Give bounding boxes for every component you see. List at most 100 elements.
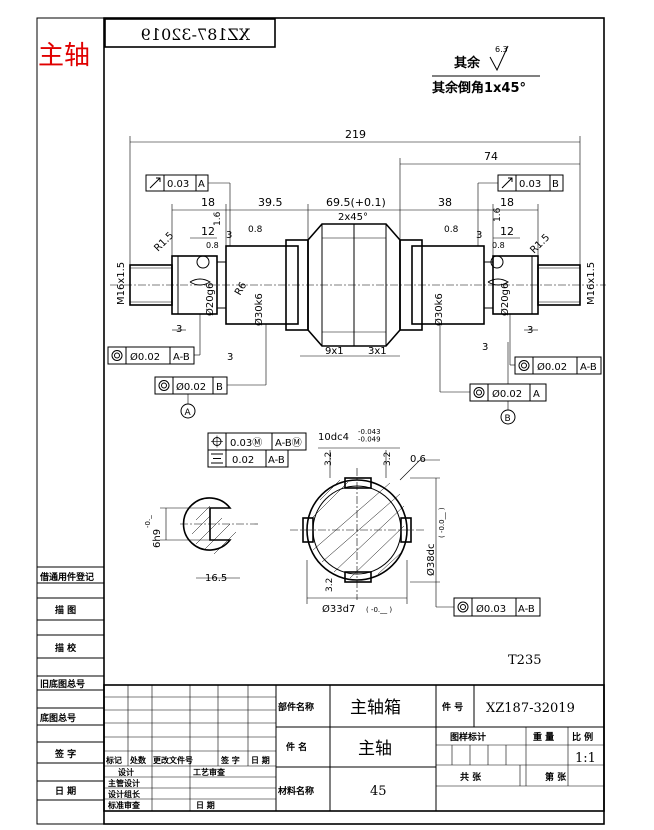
rev-hdr-0: 标记: [105, 755, 122, 765]
gdt-conc-section-datum: A-B: [518, 604, 535, 615]
keyway-dim: 10dc4: [318, 432, 349, 443]
dim-d33-tol: ( -0.__ ): [366, 606, 392, 614]
gdt-runout-right-value: 0.03: [519, 179, 541, 190]
dim-r15-right: R1.5: [528, 232, 552, 256]
rough-0-8-a: 0.8: [248, 225, 263, 235]
material-note: T235: [508, 653, 541, 668]
name-label: 件 名: [286, 741, 307, 753]
left-col-3: 旧底图总号: [40, 678, 85, 690]
mirrored-code: XZ187-32019: [141, 25, 250, 44]
role-1: 主管设计: [108, 778, 140, 788]
gdt-conc-right-ab: [509, 314, 602, 375]
dim-total: 219: [345, 128, 366, 141]
left-col-6: 日 期: [55, 785, 76, 797]
gdt-conc-right-a: [439, 324, 547, 410]
weight-label: 重 量: [533, 731, 554, 743]
dim-d38: Ø38dc: [425, 544, 437, 576]
gdt-runout-right: [477, 174, 564, 246]
scale: 1:1: [575, 751, 596, 766]
dim-39-5: 39.5: [258, 196, 283, 209]
shaft-view: [110, 223, 606, 347]
material: 45: [370, 784, 387, 799]
dim-12-right: 12: [500, 225, 514, 238]
gdt-conc-right-ab-datum: A-B: [580, 362, 597, 373]
datum-a-circle: [180, 403, 196, 419]
gdt-conc-left-b-value: Ø0.02: [176, 381, 206, 393]
dim-18-right: 18: [500, 196, 514, 209]
rev-hdr-3: 签 字: [220, 755, 240, 765]
rough-0-8-b: 0.8: [444, 225, 459, 235]
small-section-tol: -0._: [144, 515, 152, 528]
dim-3-c: 3: [227, 352, 233, 363]
rough-0-8-c: 0.8: [206, 241, 219, 250]
item-no: XZ187-32019: [486, 701, 575, 716]
sheet-no: 第 张: [545, 771, 567, 783]
rough-1-6-a: 1.6: [213, 211, 223, 226]
datum-b-circle: [500, 409, 516, 425]
part-name-label: 部件名称: [278, 701, 314, 713]
dim-18-left: 18: [201, 196, 215, 209]
stage-label: 图样标计: [450, 731, 486, 743]
red-title: 主轴: [38, 41, 90, 71]
rough-0-8-d: 0.8: [492, 241, 505, 250]
large-section: [290, 447, 440, 604]
small-section: [160, 497, 260, 579]
gdt-conc-left-ab-datum: A-B: [173, 352, 190, 363]
dim-69-5: 69.5(+0.1): [326, 196, 386, 209]
role2-1: 日 期: [196, 800, 215, 810]
dim-chamfer-2x45: 2x45°: [338, 212, 368, 223]
rev-hdr-2: 更改文件号: [153, 755, 193, 765]
role-2: 设计组长: [108, 789, 141, 799]
rev-hdr-1: 处数: [129, 755, 147, 765]
dim-3-a: 3: [226, 230, 232, 241]
gdt-runout-left-value: 0.03: [167, 179, 189, 190]
role-0: 设计: [118, 767, 134, 777]
dimension-lines: [129, 136, 581, 357]
datum-b: B: [505, 414, 511, 424]
small-section-h: 6h9: [152, 529, 163, 548]
gdt-position: [207, 432, 307, 468]
name: 主轴: [358, 739, 392, 759]
gdt-conc-right-ab-value: Ø0.02: [537, 361, 567, 373]
dim-3-f: 3: [527, 325, 533, 336]
gdt-conc-left-b: [154, 324, 267, 404]
gdt-conc-left-ab: [107, 314, 201, 365]
dim-d33: Ø33d7: [322, 603, 355, 615]
keyway-tol: -0.043-0.049: [358, 428, 381, 444]
scale-label: 比 例: [572, 731, 593, 743]
gdt-position-datum: A-BⓂ: [275, 437, 302, 449]
dim-d30-left: Ø30k6: [253, 293, 265, 326]
dim-d38-tol: ( -0.0__ ): [438, 507, 446, 538]
left-col-4: 底图总号: [40, 712, 76, 724]
rough-0-6: 0.6: [410, 454, 426, 465]
datum-a: A: [185, 408, 192, 418]
dim-3-d: 3: [476, 230, 482, 241]
gdt-runout-left-datum: A: [198, 179, 205, 190]
roughness-symbol: [489, 45, 509, 72]
inner-frame: [103, 17, 605, 825]
rough-1-6-b: 1.6: [493, 207, 503, 222]
gdt-conc-right-a-value: Ø0.02: [492, 388, 522, 400]
left-col-2: 描 校: [55, 642, 77, 654]
left-column: [37, 566, 104, 801]
left-col-1: 描 图: [55, 604, 76, 616]
left-col-5: 签 字: [54, 748, 76, 760]
dim-d30-right: Ø30k6: [433, 293, 445, 326]
dim-3-b: 3: [176, 324, 182, 335]
dim-right: 74: [484, 150, 498, 163]
dim-d20-right: Ø20g6: [499, 283, 511, 316]
gdt-position-value: 0.03Ⓜ: [230, 437, 262, 449]
dim-m16-left: M16x1.5: [116, 262, 127, 305]
gdt-conc-section-value: Ø0.03: [476, 603, 506, 615]
code-box: [104, 18, 276, 48]
gdt-runout-left: [145, 174, 231, 246]
part-name: 主轴箱: [350, 698, 401, 718]
material-label: 材料名称: [277, 785, 314, 797]
gdt-conc-left-ab-value: Ø0.02: [130, 351, 160, 363]
rough-3-2-a: 3.2: [324, 452, 334, 466]
dim-3x1: 3x1: [368, 346, 387, 357]
dim-38: 38: [438, 196, 452, 209]
roughness-value: 6.3: [495, 45, 508, 54]
role-3: 标准审查: [107, 800, 141, 810]
item-label: 件 号: [442, 701, 463, 713]
